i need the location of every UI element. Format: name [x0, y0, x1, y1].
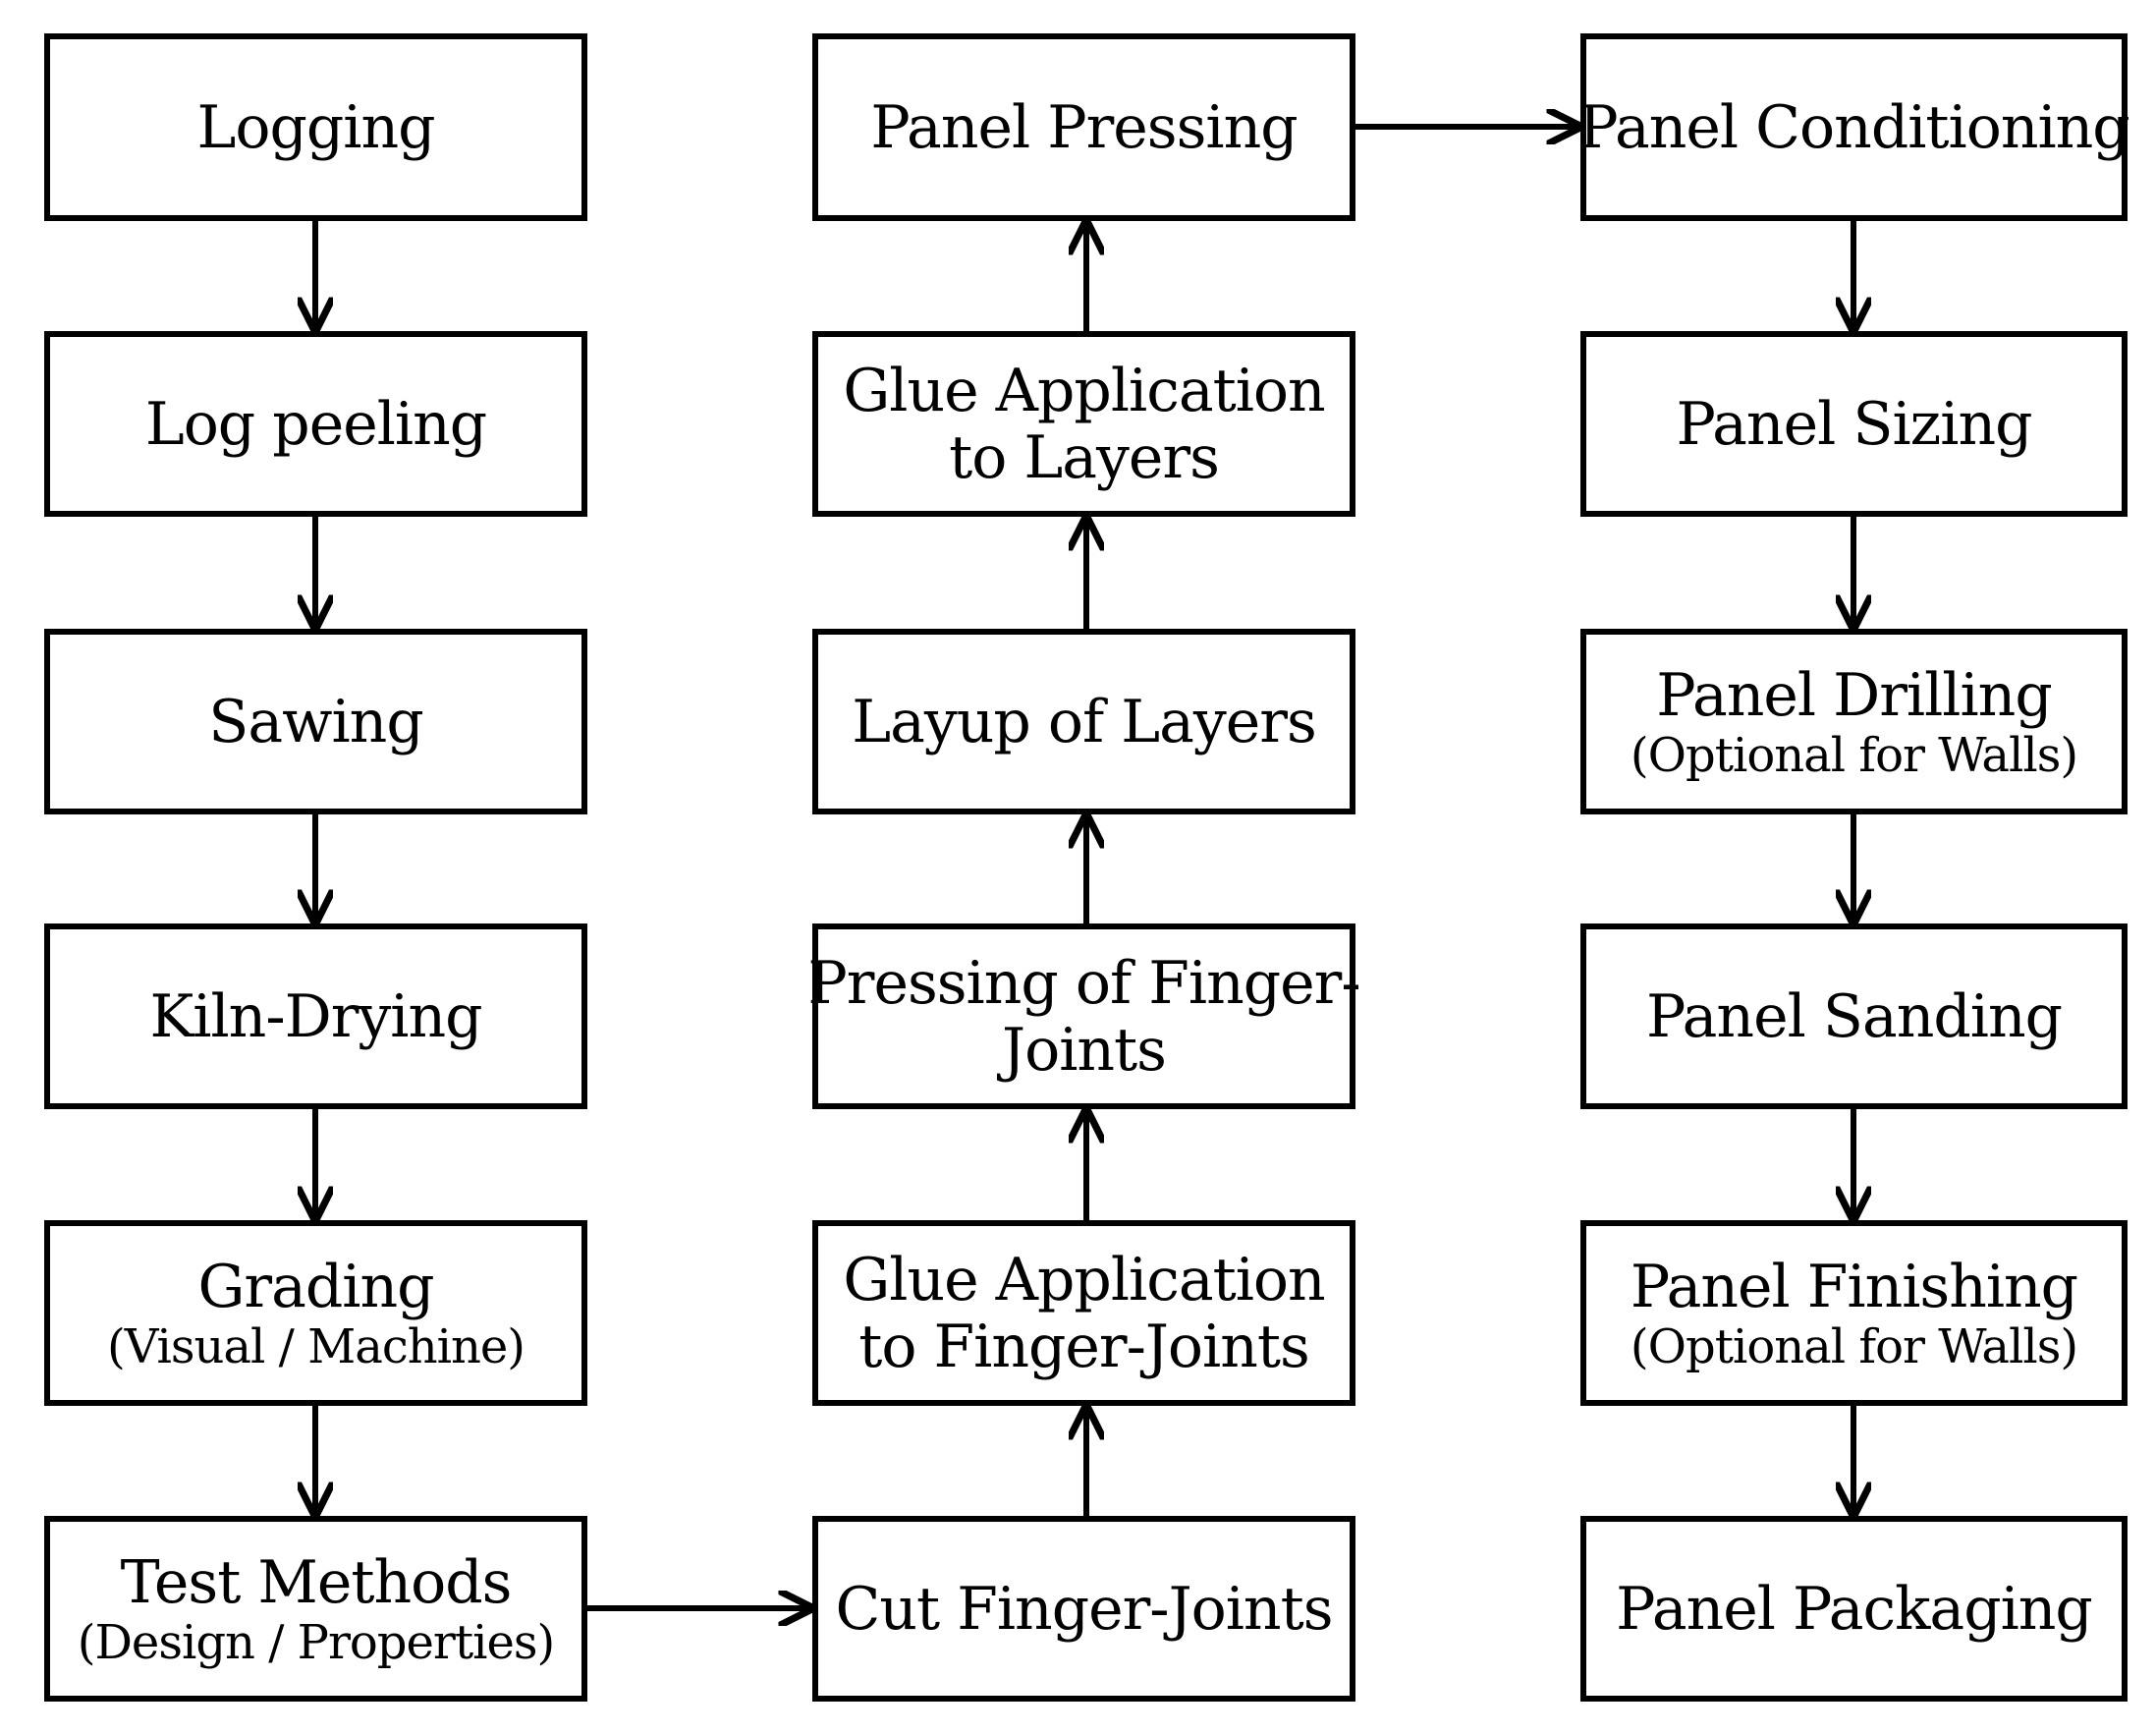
step-panel-conditioning: Panel Conditioning [1578, 33, 2130, 221]
step-title: Panel Packaging [1616, 1574, 2093, 1644]
step-panel-sizing: Panel Sizing [1580, 331, 2128, 517]
step-title: Panel Drilling [1656, 660, 2052, 730]
step-test-methods: Test Methods (Design / Properties) [44, 1516, 587, 1702]
step-panel-pressing: Panel Pressing [812, 33, 1355, 221]
step-title: Glue Application [843, 356, 1325, 425]
step-title: Panel Sizing [1676, 389, 2032, 459]
step-grading: Grading (Visual / Machine) [44, 1220, 587, 1406]
step-title: Panel Pressing [870, 92, 1298, 162]
step-subtitle: (Optional for Walls) [1630, 1318, 2078, 1374]
step-title-line-2: to Finger-Joints [858, 1312, 1310, 1381]
step-kiln-drying: Kiln-Drying [44, 923, 587, 1109]
step-subtitle: (Visual / Machine) [106, 1318, 525, 1374]
step-glue-application-layers: Glue Application to Layers [812, 331, 1355, 517]
step-title: Test Methods [120, 1547, 513, 1617]
step-panel-packaging: Panel Packaging [1580, 1516, 2128, 1702]
step-title-line-2: to Layers [949, 422, 1220, 492]
step-pressing-finger-joints: Pressing of Finger- Joints [807, 923, 1361, 1109]
step-title: Logging [196, 92, 435, 162]
step-title: Layup of Layers [852, 687, 1317, 756]
step-glue-application-finger-joints: Glue Application to Finger-Joints [812, 1220, 1355, 1406]
step-log-peeling: Log peeling [44, 331, 587, 517]
step-panel-drilling: Panel Drilling (Optional for Walls) [1580, 629, 2128, 814]
step-logging: Logging [44, 33, 587, 221]
step-title: Panel Sanding [1645, 981, 2063, 1051]
step-title: Sawing [208, 687, 423, 756]
step-title: Glue Application [843, 1245, 1325, 1314]
step-title-line-2: Joints [1002, 1015, 1167, 1085]
step-title: Panel Conditioning [1578, 92, 2129, 162]
step-subtitle: (Optional for Walls) [1630, 727, 2078, 783]
step-title: Kiln-Drying [149, 981, 482, 1051]
step-sawing: Sawing [44, 629, 587, 814]
step-title: Pressing of Finger- [807, 948, 1360, 1018]
step-subtitle: (Design / Properties) [77, 1614, 556, 1670]
step-title: Log peeling [144, 389, 487, 459]
step-title: Panel Finishing [1630, 1252, 2078, 1321]
step-title: Cut Finger-Joints [835, 1574, 1334, 1644]
step-title: Grading [197, 1252, 434, 1321]
step-cut-finger-joints: Cut Finger-Joints [812, 1516, 1355, 1702]
step-layup-of-layers: Layup of Layers [812, 629, 1355, 814]
step-panel-sanding: Panel Sanding [1580, 923, 2128, 1109]
step-panel-finishing: Panel Finishing (Optional for Walls) [1580, 1220, 2128, 1406]
